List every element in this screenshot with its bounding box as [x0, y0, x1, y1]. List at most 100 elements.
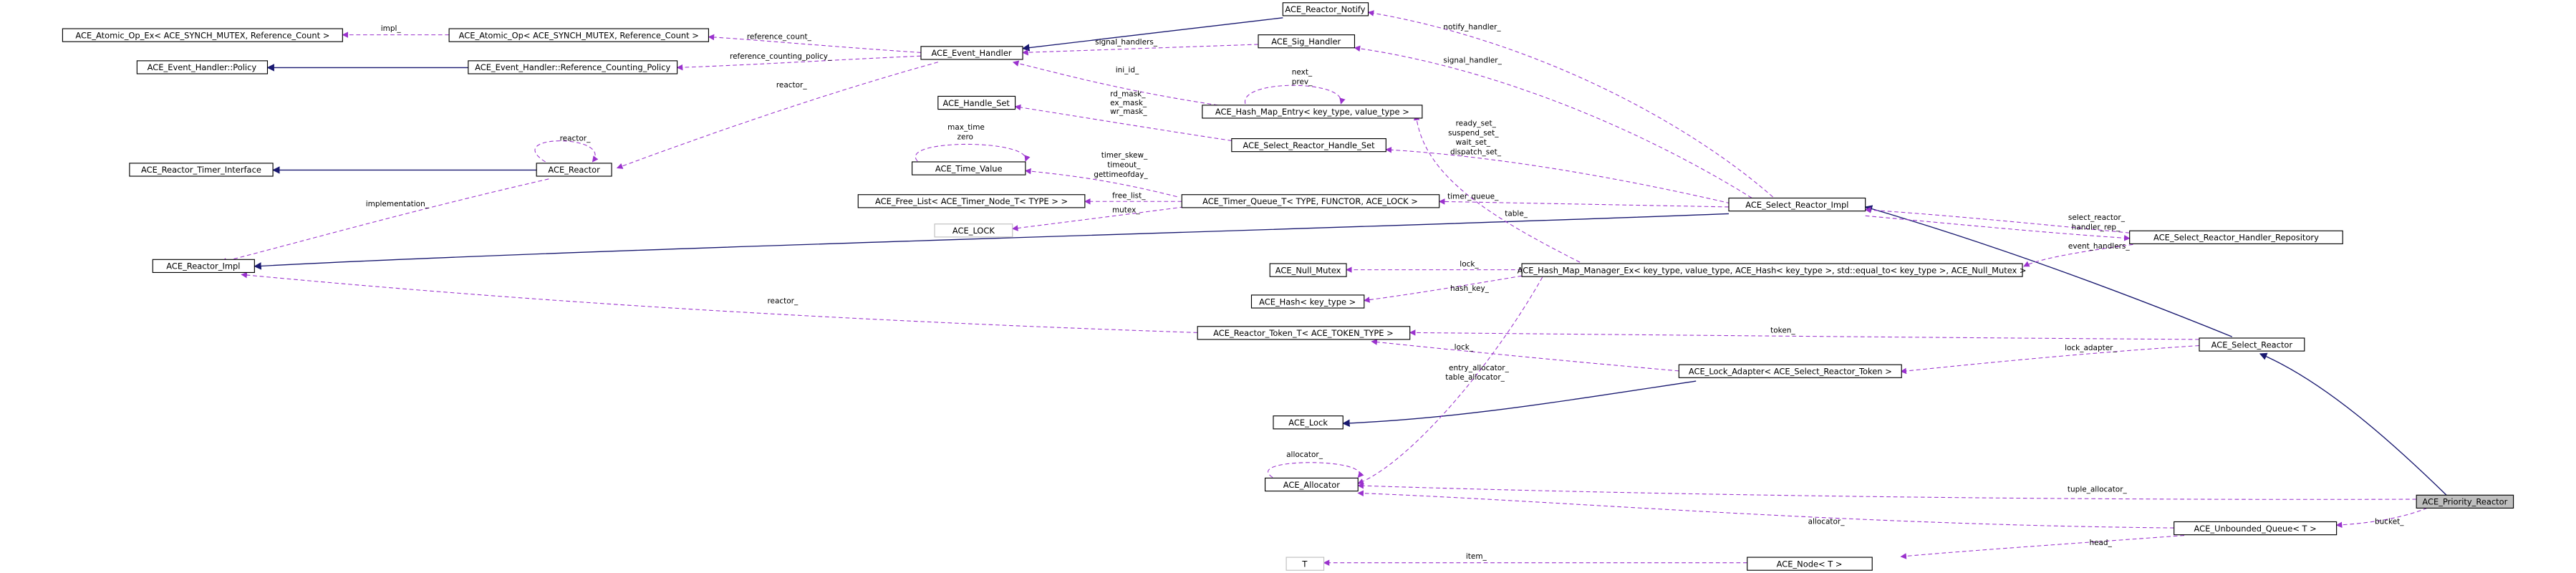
edge-select-reactor-impl-to-sig-handler — [1354, 45, 1758, 202]
svg-text:T: T — [1301, 559, 1308, 569]
edge-priority-reactor-to-allocator — [1357, 482, 2417, 500]
edge-label-table: table_ — [1505, 209, 1528, 218]
edge-label-implementation: implementation_ — [366, 200, 430, 208]
edge-sig-handler-to-event-handler — [1022, 44, 1259, 56]
svg-text:ACE_Time_Value: ACE_Time_Value — [935, 163, 1003, 173]
svg-text:ACE_Node< T >: ACE_Node< T > — [1777, 559, 1843, 569]
edge-label-hash-key: hash_key_ — [1450, 284, 1490, 293]
edge-timer-queue-to-ace-lock-param — [1011, 206, 1185, 231]
node-ace-node-t[interactable]: ACE_Node< T > — [1747, 557, 1873, 571]
edge-select-reactor-impl-to-timer-queue — [1438, 198, 1730, 208]
edge-time-value-self — [915, 143, 1031, 162]
svg-text:ACE_Lock_Adapter< ACE_Select_R: ACE_Lock_Adapter< ACE_Select_Reactor_Tok… — [1689, 367, 1892, 377]
edge-unbounded-queue-to-allocator — [1357, 490, 2174, 529]
edge-label-suspend-set: suspend_set_ — [1448, 129, 1499, 138]
svg-text:ACE_Event_Handler::Reference_C: ACE_Event_Handler::Reference_Counting_Po… — [475, 62, 670, 72]
edge-label-ini-id: ini_id_ — [1116, 66, 1139, 74]
edge-handler-repository-to-hash-map-manager — [2023, 244, 2133, 267]
edge-allocator-self — [1268, 462, 1364, 478]
node-t-param[interactable]: T — [1285, 557, 1325, 571]
node-atomic-op[interactable]: ACE_Atomic_Op< ACE_SYNCH_MUTEX, Referenc… — [448, 28, 710, 42]
edge-select-reactor-impl-to-select-handle-set — [1385, 146, 1737, 206]
edge-select-reactor-impl-to-handler-repository — [1865, 215, 2131, 241]
node-ace-lock-param[interactable]: ACE_LOCK — [934, 223, 1013, 238]
edge-hash-map-manager-to-ace-hash — [1363, 275, 1523, 303]
edge-select-reactor-to-lock-adapter — [1900, 345, 2200, 375]
edge-select-reactor-impl-to-reactor-notify — [1367, 10, 1778, 202]
edge-label-lock-adapter: lock_adapter_ — [2065, 344, 2117, 352]
node-reactor-notify[interactable]: ACE_Reactor_Notify — [1282, 2, 1369, 16]
node-event-handler-policy[interactable]: ACE_Event_Handler::Policy — [136, 60, 269, 74]
edge-label-signal-handler: signal_handler_ — [1443, 57, 1502, 65]
svg-text:ACE_Reactor_Token_T< ACE_TOKEN: ACE_Reactor_Token_T< ACE_TOKEN_TYPE > — [1213, 328, 1394, 338]
svg-text:ACE_LOCK: ACE_LOCK — [952, 226, 995, 236]
svg-text:ACE_Reactor_Notify: ACE_Reactor_Notify — [1285, 4, 1365, 14]
edge-label-wr-mask: wr_mask_ — [1110, 107, 1147, 116]
node-null-mutex[interactable]: ACE_Null_Mutex — [1269, 263, 1347, 277]
node-timer-queue[interactable]: ACE_Timer_Queue_T< TYPE, FUNCTOR, ACE_LO… — [1181, 194, 1440, 208]
edge-label-allocator-self: allocator_ — [1286, 451, 1323, 459]
edge-label-reference-count: reference_count_ — [747, 32, 812, 41]
svg-text:ACE_Free_List< ACE_Timer_Node_: ACE_Free_List< ACE_Timer_Node_T< TYPE > … — [875, 196, 1068, 206]
node-hash-map-manager[interactable]: ACE_Hash_Map_Manager_Ex< key_type, value… — [1518, 263, 2027, 277]
node-atomic-op-ex[interactable]: ACE_Atomic_Op_Ex< ACE_SYNCH_MUTEX, Refer… — [62, 28, 343, 42]
edge-event-handler-to-refcount-policy — [676, 55, 922, 71]
node-ace-hash[interactable]: ACE_Hash< key_type > — [1250, 294, 1365, 309]
node-reactor[interactable]: ACE_Reactor — [536, 163, 612, 177]
edge-timer-queue-to-time-value — [1025, 168, 1177, 198]
node-free-list[interactable]: ACE_Free_List< ACE_Timer_Node_T< TYPE > … — [857, 194, 1086, 208]
node-lock-adapter[interactable]: ACE_Lock_Adapter< ACE_Select_Reactor_Tok… — [1678, 364, 1902, 378]
edge-label-handler-rep: handler_rep_ — [2072, 223, 2121, 231]
node-ace-lock[interactable]: ACE_Lock — [1273, 415, 1344, 430]
node-time-value[interactable]: ACE_Time_Value — [912, 161, 1026, 175]
edge-labels: impl_ reference_count_ reference_countin… — [366, 23, 2405, 561]
edge-priority-reactor-to-select-reactor — [2259, 352, 2448, 496]
node-sig-handler[interactable]: ACE_Sig_Handler — [1258, 34, 1356, 49]
node-priority-reactor[interactable]: ACE_Priority_Reactor — [2416, 494, 2514, 509]
edge-label-zero: zero — [957, 133, 973, 142]
edge-label-reactor-eh: reactor_ — [776, 81, 807, 90]
edge-label-token: token_ — [1770, 326, 1795, 334]
edge-label-signal-handlers: signal_handlers_ — [1095, 38, 1158, 47]
node-reactor-token[interactable]: ACE_Reactor_Token_T< ACE_TOKEN_TYPE > — [1197, 326, 1411, 340]
node-select-reactor-impl[interactable]: ACE_Select_Reactor_Impl — [1728, 197, 1866, 212]
edge-lock-adapter-to-ace-lock — [1342, 380, 1697, 428]
edge-hash-map-manager-to-allocator — [1357, 276, 1543, 485]
svg-text:ACE_Reactor_Timer_Interface: ACE_Reactor_Timer_Interface — [141, 165, 261, 175]
node-event-handler[interactable]: ACE_Event_Handler — [920, 46, 1023, 60]
node-handle-set[interactable]: ACE_Handle_Set — [937, 95, 1016, 110]
edges — [220, 10, 2448, 566]
node-select-reactor-handler-repository[interactable]: ACE_Select_Reactor_Handler_Repository — [2129, 230, 2343, 244]
svg-text:ACE_Event_Handler: ACE_Event_Handler — [932, 48, 1012, 58]
svg-text:ACE_Reactor_Impl: ACE_Reactor_Impl — [166, 261, 240, 271]
edge-label-reference-counting-policy: reference_counting_policy_ — [730, 52, 832, 61]
edge-label-item: item_ — [1466, 552, 1487, 561]
edge-label-reactor-token: reactor_ — [767, 297, 798, 305]
edge-label-notify-handler: notify_handler_ — [1443, 23, 1501, 32]
node-allocator[interactable]: ACE_Allocator — [1264, 477, 1359, 492]
edge-priority-reactor-to-unbounded-queue — [2335, 505, 2434, 529]
node-unbounded-queue[interactable]: ACE_Unbounded_Queue< T > — [2174, 521, 2338, 536]
node-reference-counting-policy[interactable]: ACE_Event_Handler::Reference_Counting_Po… — [468, 60, 678, 74]
edge-label-table-allocator: table_allocator_ — [1445, 373, 1505, 382]
node-reactor-timer-interface[interactable]: ACE_Reactor_Timer_Interface — [129, 163, 274, 177]
edge-label-mutex: mutex_ — [1112, 206, 1140, 215]
svg-text:ACE_Select_Reactor_Handler_Rep: ACE_Select_Reactor_Handler_Repository — [2153, 233, 2319, 243]
svg-text:ACE_Select_Reactor_Impl: ACE_Select_Reactor_Impl — [1745, 200, 1848, 210]
svg-text:ACE_Handle_Set: ACE_Handle_Set — [943, 98, 1010, 108]
edge-label-wait-set: wait_set_ — [1456, 138, 1491, 147]
edge-select-reactor-impl-to-reactor-impl — [254, 213, 1730, 270]
edge-label-gettimeofday: gettimeofday_ — [1094, 170, 1148, 179]
svg-text:ACE_Reactor: ACE_Reactor — [548, 165, 600, 175]
svg-text:ACE_Lock: ACE_Lock — [1288, 418, 1328, 428]
node-select-reactor-handle-set[interactable]: ACE_Select_Reactor_Handle_Set — [1231, 138, 1386, 153]
edge-label-bucket: bucket_ — [2375, 517, 2404, 526]
edge-label-select-reactor: select_reactor_ — [2068, 213, 2126, 222]
edge-label-free-list: free_list_ — [1112, 192, 1146, 201]
node-hash-map-entry[interactable]: ACE_Hash_Map_Entry< key_type, value_type… — [1202, 105, 1423, 119]
node-select-reactor[interactable]: ACE_Select_Reactor — [2199, 337, 2305, 352]
edge-label-head: head_ — [2089, 539, 2112, 547]
svg-text:ACE_Hash_Map_Manager_Ex< key_t: ACE_Hash_Map_Manager_Ex< key_type, value… — [1518, 265, 2027, 275]
node-reactor-impl[interactable]: ACE_Reactor_Impl — [152, 259, 255, 274]
